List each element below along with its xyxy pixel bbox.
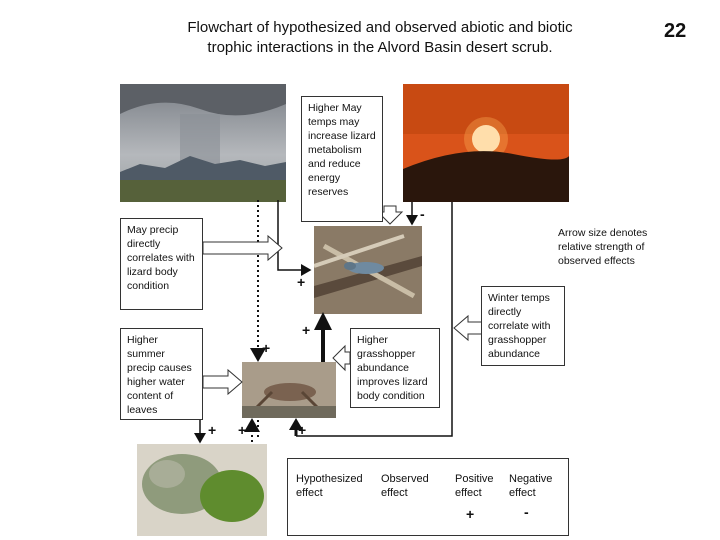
hollow-arrow-grasshopper-box xyxy=(332,344,351,372)
diagram-title: Flowchart of hypothesized and observed a… xyxy=(150,18,610,58)
sign-plus-lizard: + xyxy=(297,274,306,290)
box-summer-precip: Higher summer precip causes higher water… xyxy=(120,328,203,420)
sunset-photo xyxy=(403,84,569,202)
legend-box xyxy=(287,458,569,536)
hollow-arrow-winter-temps xyxy=(453,314,485,342)
title-line-2: trophic interactions in the Alvord Basin… xyxy=(207,39,553,56)
box-may-temps: Higher May temps may increase lizard met… xyxy=(301,96,383,222)
legend-hypothesized-label: Hypothesized effect xyxy=(296,473,363,499)
box-may-precip: May precip directly correlates with liza… xyxy=(120,218,203,310)
shrub-photo xyxy=(137,444,267,536)
legend-negative-label: Negative effect xyxy=(509,473,553,499)
lizard-photo xyxy=(314,226,422,314)
hollow-arrow-may-temps xyxy=(376,205,404,225)
title-line-1: Flowchart of hypothesized and observed a… xyxy=(187,19,573,36)
legend-positive-symbol: + xyxy=(466,506,475,522)
sign-plus-to-grasshopper: + xyxy=(262,340,271,356)
sign-plus-bottom: + xyxy=(298,422,307,438)
sign-plus-leaves-1: + xyxy=(208,422,217,438)
box-grasshopper: Higher grasshopper abundance improves li… xyxy=(350,328,440,408)
legend-negative-symbol: - xyxy=(524,504,529,520)
hollow-arrow-may-precip xyxy=(202,234,283,262)
box-winter-temps: Winter temps directly correlate with gra… xyxy=(481,286,565,366)
grasshopper-photo xyxy=(242,362,336,418)
arrow-sunset-to-grasshopper xyxy=(296,202,453,437)
sign-plus-leaves-2: + xyxy=(238,422,247,438)
legend-observed-label: Observed effect xyxy=(381,473,429,499)
sign-minus-sun: - xyxy=(420,206,425,222)
legend-positive-label: Positive effect xyxy=(455,473,494,499)
page-number: 22 xyxy=(664,20,687,42)
hollow-arrow-summer-precip xyxy=(202,368,243,396)
arrow-size-note: Arrow size denotes relative strength of … xyxy=(558,227,648,267)
sign-plus-grasshopper-to-lizard: + xyxy=(302,322,311,338)
storm-photo xyxy=(120,84,286,202)
arrow-precip-to-lizard xyxy=(277,200,312,276)
